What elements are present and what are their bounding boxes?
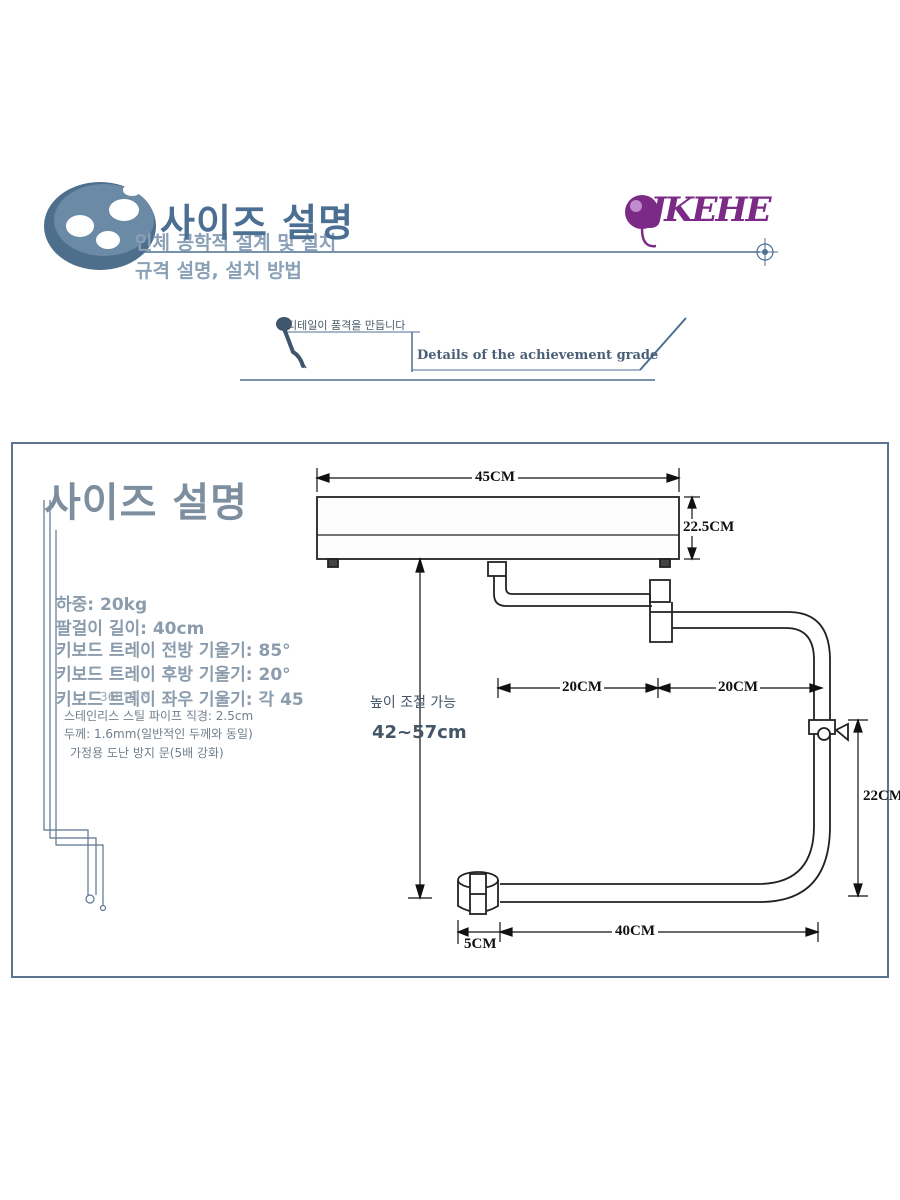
spec-frame bbox=[11, 442, 889, 978]
dimension-lines bbox=[315, 468, 868, 944]
tagline-english: Details of the achievement grade bbox=[417, 348, 659, 363]
dim-drop: 22CM bbox=[863, 788, 900, 804]
spec-pipe-diameter: 스테인리스 스틸 파이프 직경: 2.5cm bbox=[64, 709, 254, 723]
crosshair-icon bbox=[752, 238, 778, 266]
height-adjust-value: 42~57cm bbox=[372, 722, 467, 743]
dim-width: 45CM bbox=[472, 469, 518, 486]
tray-drawing bbox=[316, 496, 849, 915]
header-subtitle-2: 규격 설명, 설치 방법 bbox=[135, 260, 302, 282]
pushpin-icon bbox=[276, 317, 307, 369]
height-adjust-label: 높이 조절 가능 bbox=[370, 695, 457, 711]
logo-ball-icon bbox=[625, 195, 659, 248]
circuit-decoration bbox=[43, 500, 107, 912]
dim-bottom-arm: 40CM bbox=[612, 923, 658, 940]
section-title: 사이즈 설명 bbox=[44, 480, 248, 526]
spec-load: 하중: 20kg bbox=[56, 595, 148, 615]
dim-depth: 22.5CM bbox=[683, 519, 735, 536]
reel-logo-icon bbox=[44, 182, 156, 270]
header-subtitle-1: 인체 공학적 설계 및 설치 bbox=[135, 232, 337, 254]
dim-arm-2: 20CM bbox=[716, 679, 760, 696]
spec-door: 가정용 도난 방지 문(5배 강화) bbox=[70, 746, 224, 760]
spec-thickness: 두께: 1.6mm(일반적인 두께와 동일) bbox=[64, 727, 253, 741]
dim-arm-1: 20CM bbox=[560, 679, 604, 696]
tagline-korean: 디테일이 품격을 만듭니다 bbox=[287, 319, 406, 332]
dim-clamp: 5CM bbox=[464, 936, 497, 952]
header-title: 사이즈 설명 bbox=[160, 201, 355, 245]
brand-logo: JKEHE bbox=[650, 190, 772, 230]
spec-arm-length: 팔걸이 길이: 40cm bbox=[56, 619, 205, 639]
spec-side-tilt: 키보드 트레이 좌우 기울기: 각 45 bbox=[56, 690, 304, 710]
spec-front-tilt: 키보드 트레이 전방 기울기: 85° bbox=[56, 641, 291, 661]
spec-back-tilt: 키보드 트레이 후방 기울기: 20° bbox=[56, 665, 291, 685]
overlap-note: 360°회전 bbox=[100, 690, 151, 704]
